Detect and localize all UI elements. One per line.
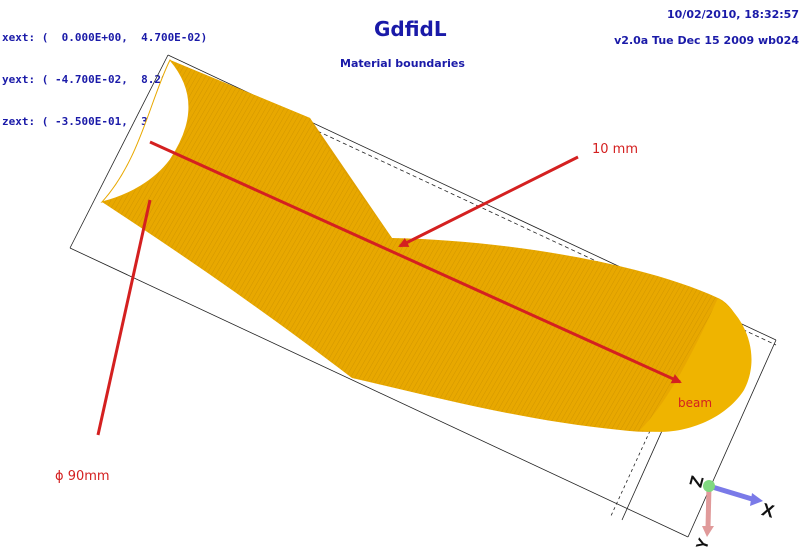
diameter-label: ϕ 90mm <box>55 469 110 484</box>
version-label: v2.0a Tue Dec 15 2009 wb024 <box>614 34 799 47</box>
pipe-endcap <box>640 298 752 432</box>
pipe-opening <box>100 59 190 203</box>
x-axis-head <box>750 493 763 506</box>
app-title: GdfidL <box>374 17 447 41</box>
y-axis-head <box>702 526 714 537</box>
pipe-body <box>102 60 748 432</box>
y-axis-line <box>705 485 712 529</box>
y-axis-label: Y <box>694 536 714 552</box>
axis-triad <box>702 480 763 537</box>
dimension-leader <box>398 155 579 248</box>
timestamp: 10/02/2010, 18:32:57 <box>667 8 799 21</box>
beam-label: beam <box>678 396 713 410</box>
z-axis-label: Z <box>686 474 708 490</box>
z-axis-marker <box>703 480 715 492</box>
pipe-model <box>100 59 752 432</box>
x-axis-line <box>708 483 753 502</box>
diameter-leader <box>96 199 152 436</box>
x-axis-label: X <box>760 499 777 521</box>
extent-readout: xext: ( 0.000E+00, 4.700E-02) yext: ( -4… <box>2 3 207 143</box>
x-extent: xext: ( 0.000E+00, 4.700E-02) <box>2 31 208 44</box>
dimension-label: 10 mm <box>592 142 639 157</box>
beam-arrow <box>149 140 682 384</box>
plot-subtitle: Material boundaries <box>340 57 465 70</box>
annotation-arrows <box>96 140 682 436</box>
